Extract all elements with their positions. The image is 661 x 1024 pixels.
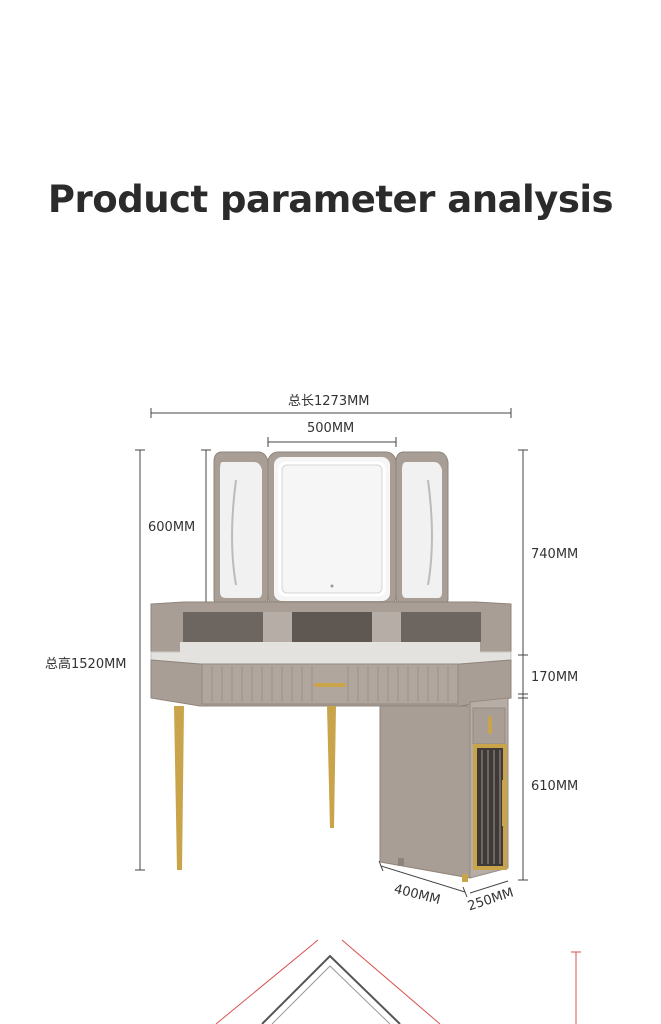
dim-total-height: 总高1520MM	[45, 657, 127, 672]
dim-desk-height: 170MM	[531, 670, 579, 685]
dim-mirror-height: 600MM	[148, 520, 196, 535]
page-title: Product parameter analysis	[47, 178, 614, 221]
dim-mirror-width: 500MM	[307, 421, 355, 436]
tri-fold-mirror	[213, 451, 449, 607]
dim-total-length: 总长1273MM	[288, 394, 370, 409]
top-view-outline	[261, 954, 401, 1024]
vanity-desk	[150, 601, 512, 882]
top-view-guide	[215, 939, 581, 1024]
dim-cabinet-height: 610MM	[531, 779, 579, 794]
dimension-lines	[135, 408, 528, 898]
dim-upper-height: 740MM	[531, 547, 579, 562]
